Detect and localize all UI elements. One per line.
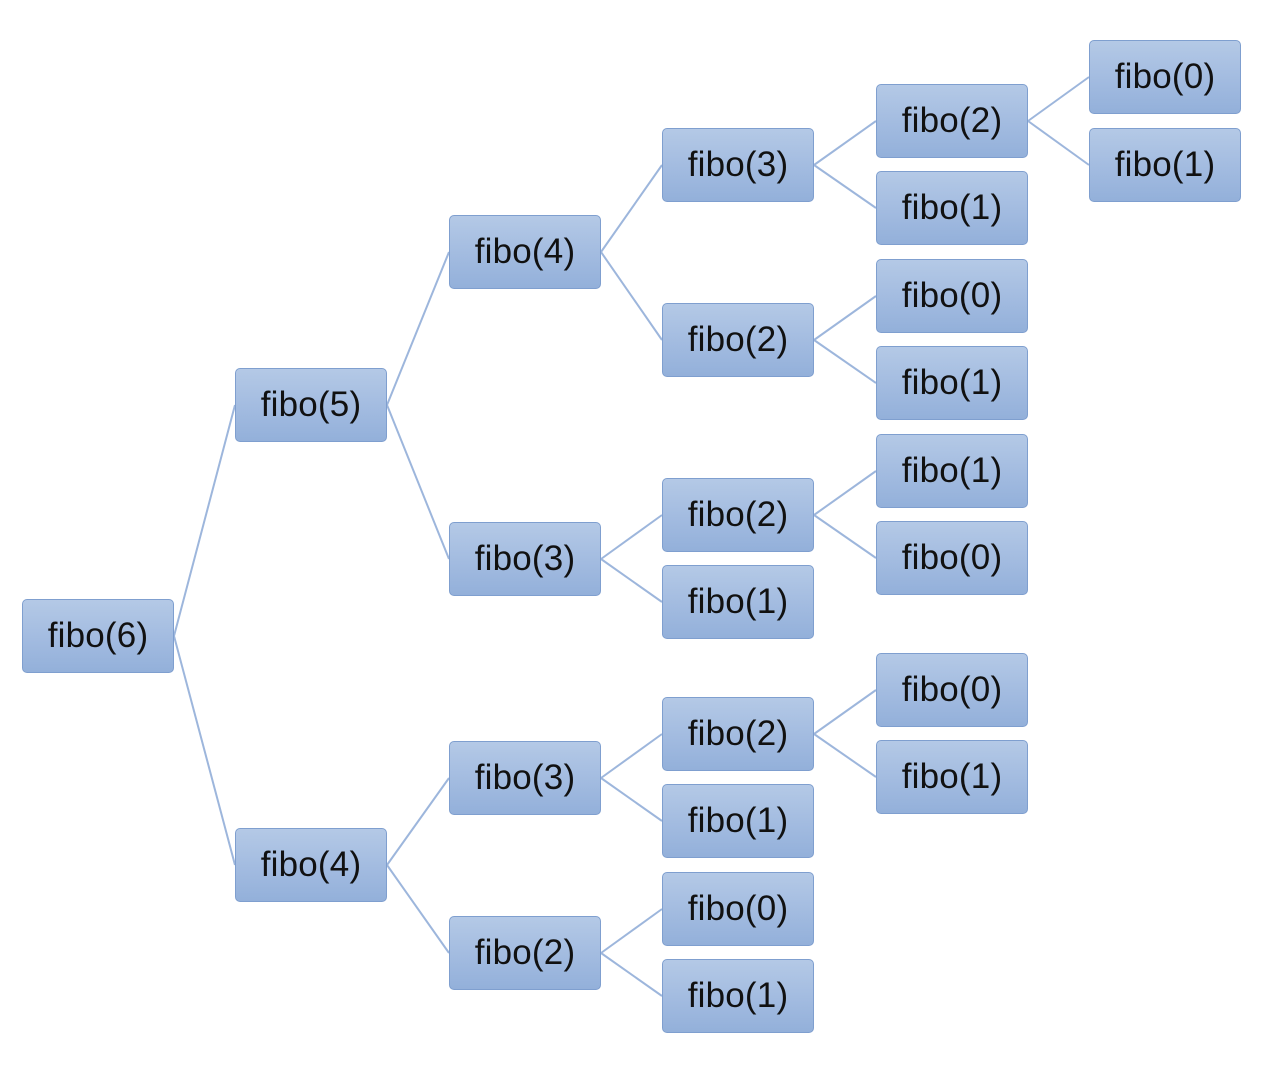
tree-node-fibo-2: fibo(2) <box>662 478 814 552</box>
edge-n3-n7 <box>600 164 663 253</box>
edge-n5-n11 <box>600 733 663 779</box>
tree-node-fibo-1: fibo(1) <box>876 740 1028 814</box>
edge-n5-n12 <box>600 777 663 822</box>
tree-node-fibo-4: fibo(4) <box>235 828 387 902</box>
tree-node-fibo-4: fibo(4) <box>449 215 601 289</box>
tree-node-fibo-0: fibo(0) <box>876 521 1028 595</box>
edge-n1-n4 <box>386 404 450 560</box>
tree-node-fibo-6: fibo(6) <box>22 599 174 673</box>
tree-node-fibo-1: fibo(1) <box>662 784 814 858</box>
edge-n15-n24 <box>1027 120 1090 166</box>
tree-node-fibo-2: fibo(2) <box>876 84 1028 158</box>
edge-n9-n20 <box>813 514 877 559</box>
edge-n6-n13 <box>600 908 663 954</box>
tree-node-fibo-3: fibo(3) <box>449 522 601 596</box>
tree-node-fibo-1: fibo(1) <box>662 565 814 639</box>
tree-node-fibo-1: fibo(1) <box>1089 128 1241 202</box>
edge-n1-n3 <box>386 251 450 406</box>
edge-n7-n15 <box>813 120 877 166</box>
tree-node-fibo-0: fibo(0) <box>1089 40 1241 114</box>
edge-n0-n1 <box>173 404 236 637</box>
tree-node-fibo-3: fibo(3) <box>449 741 601 815</box>
edge-n0-n2 <box>173 635 236 866</box>
tree-node-fibo-0: fibo(0) <box>876 259 1028 333</box>
tree-node-fibo-0: fibo(0) <box>662 872 814 946</box>
tree-node-fibo-5: fibo(5) <box>235 368 387 442</box>
edge-n9-n19 <box>813 470 877 516</box>
edge-n6-n14 <box>600 952 663 997</box>
edge-n4-n9 <box>600 514 663 560</box>
tree-node-fibo-1: fibo(1) <box>876 434 1028 508</box>
tree-node-fibo-3: fibo(3) <box>662 128 814 202</box>
edge-n2-n6 <box>386 864 450 954</box>
edge-n15-n23 <box>1027 76 1090 122</box>
edge-n11-n22 <box>813 733 877 778</box>
edge-n4-n10 <box>600 558 663 603</box>
tree-node-fibo-1: fibo(1) <box>876 171 1028 245</box>
tree-node-fibo-0: fibo(0) <box>876 653 1028 727</box>
edge-n8-n18 <box>813 339 877 384</box>
edge-n11-n21 <box>813 689 877 735</box>
tree-node-fibo-2: fibo(2) <box>449 916 601 990</box>
edge-n7-n16 <box>813 164 877 209</box>
edge-n2-n5 <box>386 777 450 866</box>
edge-n8-n17 <box>813 295 877 341</box>
tree-node-fibo-2: fibo(2) <box>662 697 814 771</box>
tree-node-fibo-2: fibo(2) <box>662 303 814 377</box>
tree-node-fibo-1: fibo(1) <box>662 959 814 1033</box>
edge-n3-n8 <box>600 251 663 341</box>
tree-node-fibo-1: fibo(1) <box>876 346 1028 420</box>
